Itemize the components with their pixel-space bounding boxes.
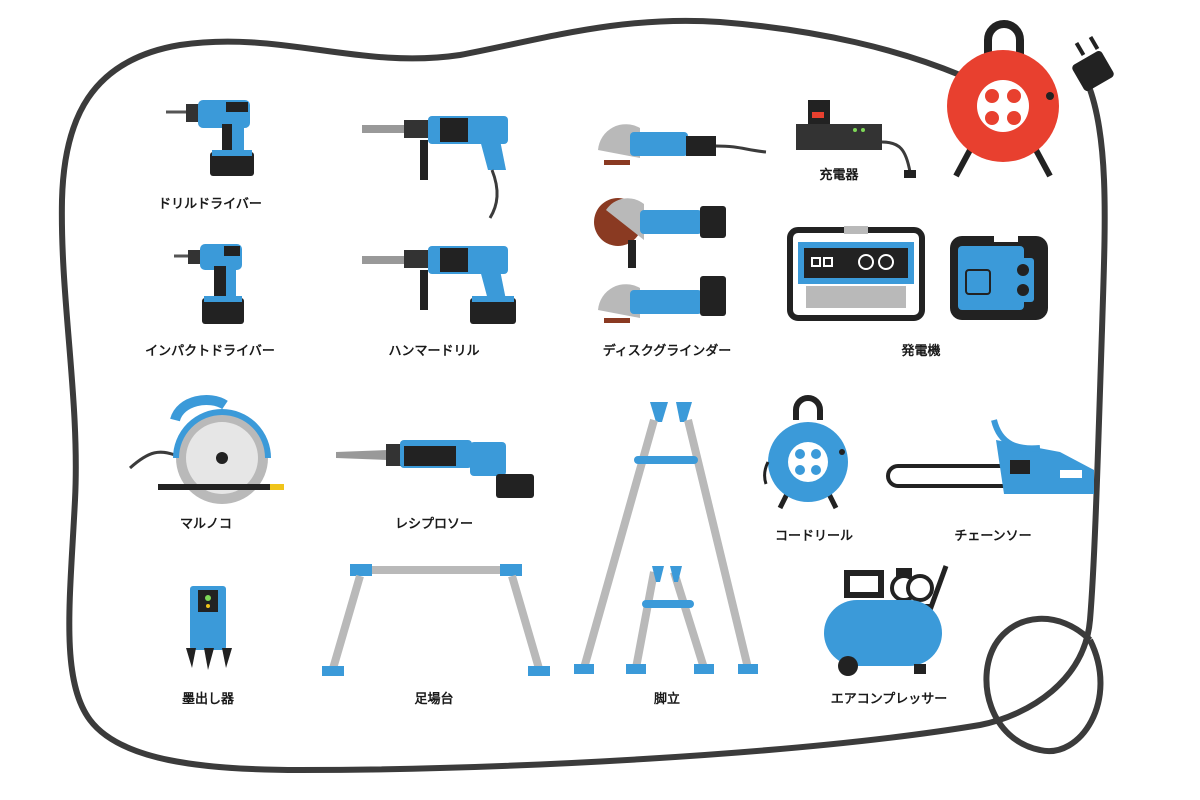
cord-border <box>58 17 1108 774</box>
tool-label-impact-driver: インパクトドライバー <box>145 344 275 359</box>
tool-label-air-compressor: エアコンプレッサー <box>830 692 948 707</box>
drill-driver-icon <box>166 100 254 176</box>
generator-icon <box>787 226 925 321</box>
hammer-drill-battery-icon <box>362 246 516 324</box>
charger-icon <box>796 100 916 178</box>
plug-icon <box>1072 35 1114 92</box>
scaffold-icon <box>322 564 550 676</box>
cord-loop <box>983 615 1104 755</box>
chainsaw-icon <box>886 419 1094 494</box>
tool-label-scaffold: 足場台 <box>414 692 454 707</box>
disc-grinder-disc-icon <box>594 198 726 268</box>
laser-level-icon <box>186 586 232 670</box>
hammer-drill-icon <box>362 116 508 219</box>
tool-label-disc-grinder: ディスクグラインダー <box>602 344 732 359</box>
inverter-generator-icon <box>950 232 1048 320</box>
tool-label-stepladder: 脚立 <box>653 692 681 707</box>
tool-label-reciprocating-saw: レシプロソー <box>394 517 474 532</box>
tool-label-circular-saw: マルノコ <box>179 517 233 532</box>
reciprocating-saw-icon <box>336 440 534 498</box>
disc-grinder-battery-icon <box>598 276 726 323</box>
impact-driver-icon <box>174 244 244 324</box>
tool-label-laser-level: 墨出し器 <box>181 692 235 707</box>
tool-label-cord-reel: コードリール <box>774 529 854 544</box>
tool-label-generator: 発電機 <box>901 344 941 359</box>
stepladder-icon <box>574 402 758 674</box>
tool-label-hammer-drill: ハンマードリル <box>388 344 480 359</box>
tool-label-drill-driver: ドリルドライバー <box>158 197 262 212</box>
tool-label-charger: 充電器 <box>819 168 859 183</box>
tool-label-chainsaw: チェーンソー <box>954 529 1032 544</box>
cord-reel-red-icon <box>947 20 1059 178</box>
disc-grinder-icon <box>598 124 767 165</box>
cord-reel-blue-icon <box>763 395 848 510</box>
circular-saw-icon <box>128 395 284 504</box>
air-compressor-icon <box>824 565 949 676</box>
